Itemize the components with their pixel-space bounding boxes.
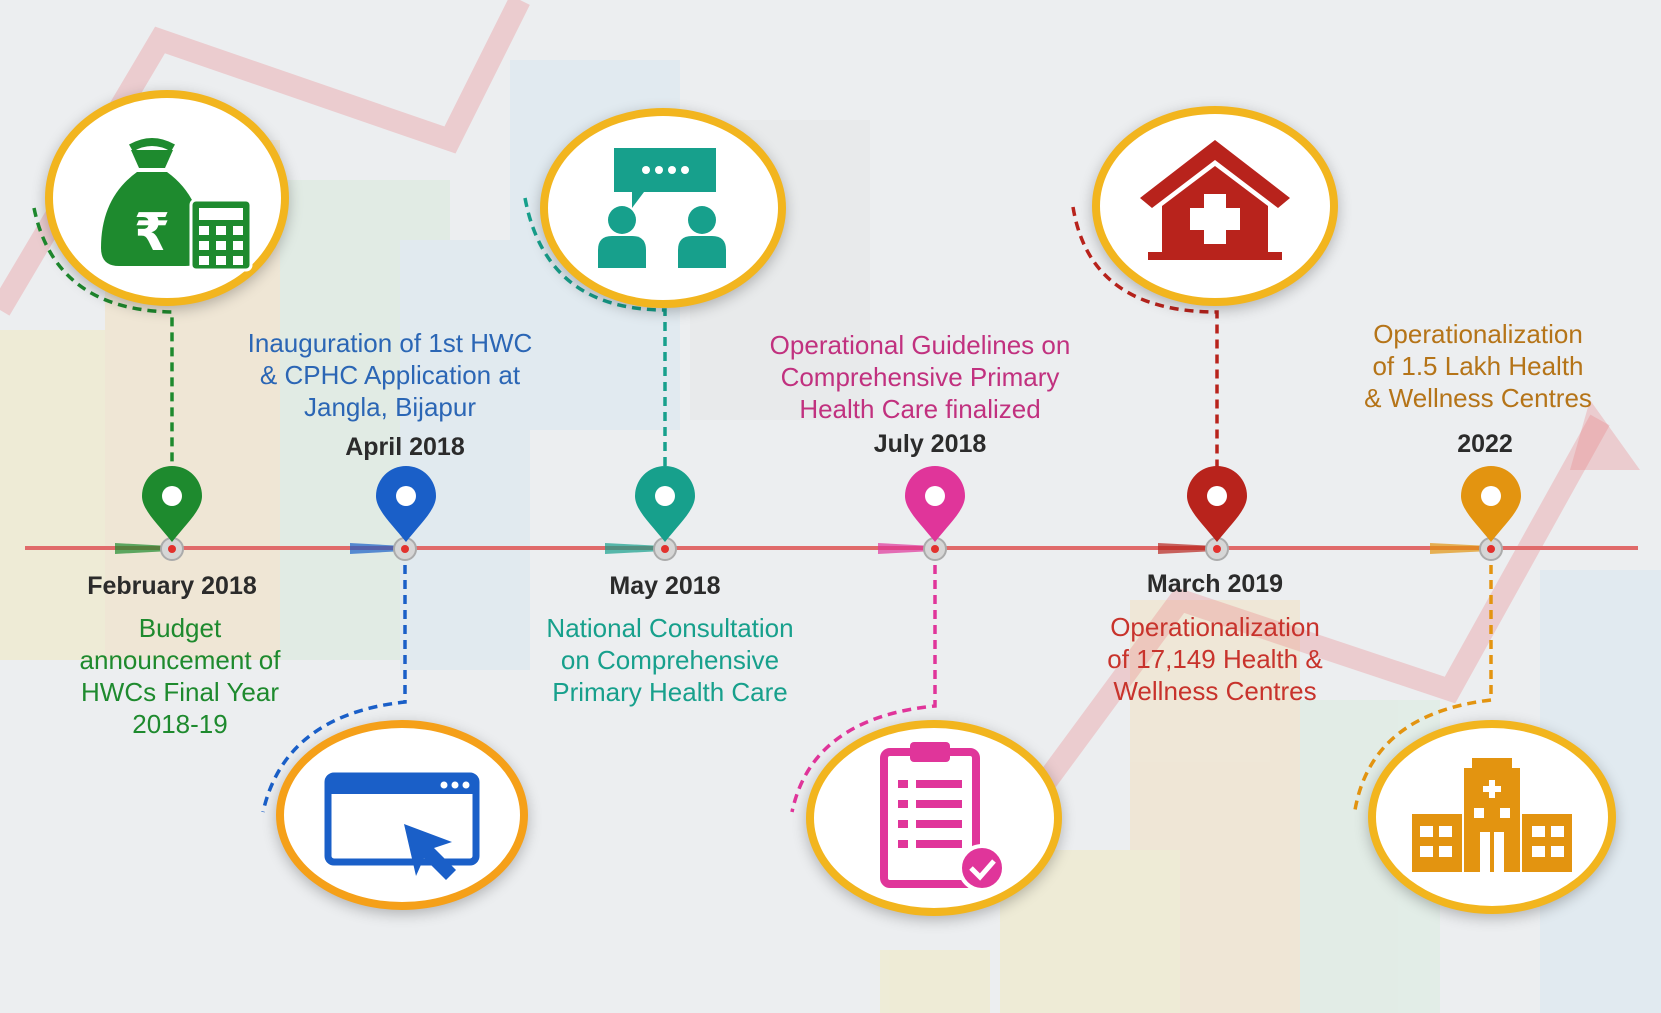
description-line: Operationalization bbox=[1373, 319, 1583, 349]
guidelines-icon-circle bbox=[806, 720, 1062, 916]
description-line: Operational Guidelines on bbox=[769, 330, 1071, 360]
milestone-date: March 2019 bbox=[1146, 570, 1284, 598]
consultation-people-icon bbox=[598, 148, 726, 268]
map-pin-icon bbox=[905, 466, 965, 542]
description-line: & Wellness Centres bbox=[1364, 383, 1592, 413]
milestone-description: National Consultation on Comprehensive P… bbox=[505, 612, 835, 708]
application-icon-circle bbox=[276, 720, 528, 910]
milestone-date: April 2018 bbox=[345, 433, 465, 461]
browser-cursor-icon bbox=[324, 772, 480, 880]
milestone-description: Inauguration of 1st HWC & CPHC Applicati… bbox=[195, 327, 585, 423]
description-line: Inauguration of 1st HWC bbox=[247, 328, 533, 358]
map-pin-icon bbox=[635, 466, 695, 542]
description-line: Health Care finalized bbox=[799, 394, 1041, 424]
checklist-clipboard-icon bbox=[880, 742, 1006, 892]
consultation-icon-circle bbox=[540, 108, 786, 308]
milestone-description: Operationalization of 1.5 Lakh Health & … bbox=[1318, 318, 1638, 414]
dashed-connectors bbox=[32, 197, 1493, 813]
map-pin-icon bbox=[1461, 466, 1521, 542]
milestone-description: Operationalization of 17,149 Health & We… bbox=[1055, 611, 1375, 707]
map-pin-icon bbox=[376, 466, 436, 542]
map-pin-icon bbox=[142, 466, 202, 542]
description-line: Jangla, Bijapur bbox=[304, 392, 476, 422]
milestone-date: May 2018 bbox=[609, 572, 721, 600]
description-line: Comprehensive Primary bbox=[780, 362, 1060, 392]
description-line: announcement of bbox=[79, 645, 281, 675]
map-pin-icon bbox=[1187, 466, 1247, 542]
milestone-date: February 2018 bbox=[87, 572, 257, 600]
health-house-icon bbox=[1140, 140, 1290, 260]
hospital-building-icon bbox=[1412, 758, 1572, 872]
description-line: 2018-19 bbox=[132, 709, 228, 739]
background-arrow-head bbox=[1570, 400, 1640, 470]
description-line: HWCs Final Year bbox=[81, 677, 279, 707]
rupee-moneybag-calculator-icon: ₹ bbox=[101, 138, 253, 272]
description-line: National Consultation bbox=[546, 613, 794, 643]
svg-text:₹: ₹ bbox=[134, 203, 170, 263]
description-line: & CPHC Application at bbox=[259, 360, 521, 390]
timeline-nodes bbox=[160, 537, 1503, 561]
description-line: on Comprehensive bbox=[560, 645, 780, 675]
description-line: Wellness Centres bbox=[1113, 676, 1317, 706]
timeline-tails bbox=[115, 543, 1490, 554]
budget-icon-circle: ₹ bbox=[45, 90, 289, 306]
description-line: Operationalization bbox=[1110, 612, 1320, 642]
hospital-icon-circle bbox=[1368, 720, 1616, 914]
milestone-date: 2022 bbox=[1457, 430, 1513, 458]
milestone-description: Budget announcement of HWCs Final Year 2… bbox=[30, 612, 330, 740]
description-line: of 1.5 Lakh Health bbox=[1372, 351, 1584, 381]
milestone-date: July 2018 bbox=[873, 430, 987, 458]
description-line: of 17,149 Health & bbox=[1107, 644, 1323, 674]
milestone-description: Operational Guidelines on Comprehensive … bbox=[715, 329, 1125, 425]
description-line: Budget bbox=[138, 613, 222, 643]
description-line: Primary Health Care bbox=[552, 677, 788, 707]
hwc-house-icon-circle bbox=[1092, 106, 1338, 306]
